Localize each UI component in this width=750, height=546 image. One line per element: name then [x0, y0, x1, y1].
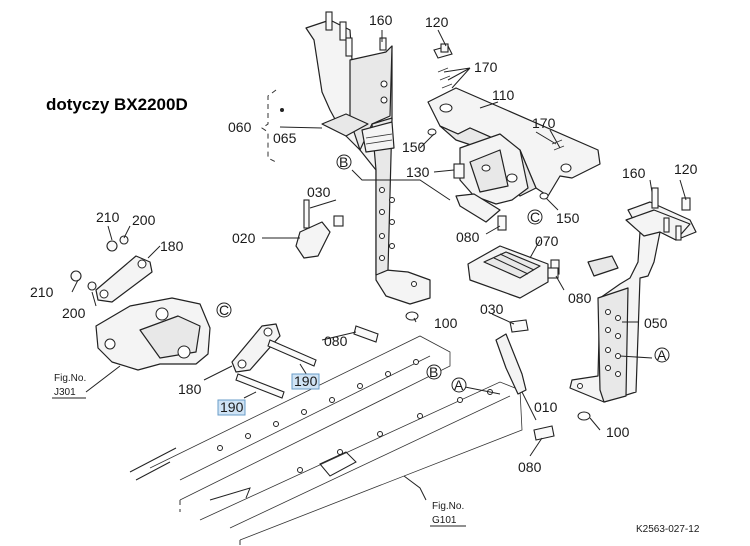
- frame-rails: [129, 335, 523, 546]
- part-label-080-mid: 080: [456, 229, 480, 245]
- fig-ref-g101: G101: [432, 515, 457, 526]
- crossbar-assembly: [427, 87, 601, 223]
- part-label-080-bottom: 080: [518, 459, 542, 475]
- part-label-010: 010: [534, 399, 558, 415]
- part-label-020: 020: [232, 230, 256, 246]
- part-label-170: 170: [474, 59, 498, 75]
- hitch-casting: [95, 297, 211, 371]
- part-label-050: 050: [644, 315, 668, 331]
- callout-B-lower: B: [429, 364, 438, 380]
- part-label-190-lower: 190: [220, 399, 244, 415]
- part-label-150-left: 150: [402, 139, 426, 155]
- fig-ref-label-g101: Fig.No.: [432, 501, 464, 512]
- leader-lines: [71, 29, 687, 501]
- part-label-100-right: 100: [606, 424, 630, 440]
- fig-ref-label-j301: Fig.No.: [54, 373, 86, 384]
- link-plate-180-lower: [231, 323, 281, 373]
- part-label-120-right: 120: [674, 161, 698, 177]
- callout-C-right: C: [530, 209, 540, 225]
- part-label-110: 110: [492, 87, 515, 103]
- part-label-070: 070: [535, 233, 559, 249]
- link-bar-010: [495, 333, 527, 395]
- part-label-080-right: 080: [568, 290, 592, 306]
- part-label-190-upper: 190: [294, 373, 318, 389]
- part-label-120: 120: [425, 14, 449, 30]
- highlight-190-upper: [291, 373, 320, 390]
- diagram-id: K2563-027-12: [636, 524, 700, 535]
- link-plate-180-upper: [95, 255, 153, 303]
- part-label-030-upper: 030: [307, 184, 331, 200]
- part-label-160: 160: [369, 12, 393, 28]
- part-label-060: 060: [228, 119, 252, 135]
- small-bracket-020: [295, 199, 344, 259]
- callout-A-lower: A: [454, 377, 464, 393]
- highlight-190-lower: [217, 399, 246, 416]
- callout-markers: B C C A B A: [216, 154, 670, 393]
- right-upright-bracket: [569, 187, 697, 403]
- part-labels: 160 120 170 110 060 065 150 170 130 150 …: [30, 12, 698, 475]
- part-label-065: 065: [273, 130, 297, 146]
- part-label-180-upper: 180: [160, 238, 184, 254]
- part-label-130: 130: [406, 164, 430, 180]
- part-label-210-upper: 210: [96, 209, 120, 225]
- part-label-150-right: 150: [556, 210, 580, 226]
- part-label-200-upper: 200: [132, 212, 156, 228]
- callout-C-left: C: [219, 302, 229, 318]
- fig-ref-j301: J301: [54, 387, 76, 398]
- callout-B-upper: B: [339, 154, 348, 170]
- part-label-170-right: 170: [532, 115, 556, 131]
- part-label-100-center: 100: [434, 315, 458, 331]
- mount-bracket-070: [467, 215, 560, 299]
- figure-references: Fig.No. J301 Fig.No. G101: [52, 373, 466, 527]
- part-label-160-right: 160: [622, 165, 646, 181]
- part-label-210-lower: 210: [30, 284, 54, 300]
- part-label-030-lower: 030: [480, 301, 504, 317]
- diagram-title: dotyczy BX2200D: [46, 95, 188, 114]
- left-upright-bracket: [305, 11, 431, 305]
- part-label-200-lower: 200: [62, 305, 86, 321]
- part-label-180-lower: 180: [178, 381, 202, 397]
- callout-A-right: A: [657, 347, 667, 363]
- part-label-080-frame: 080: [324, 333, 348, 349]
